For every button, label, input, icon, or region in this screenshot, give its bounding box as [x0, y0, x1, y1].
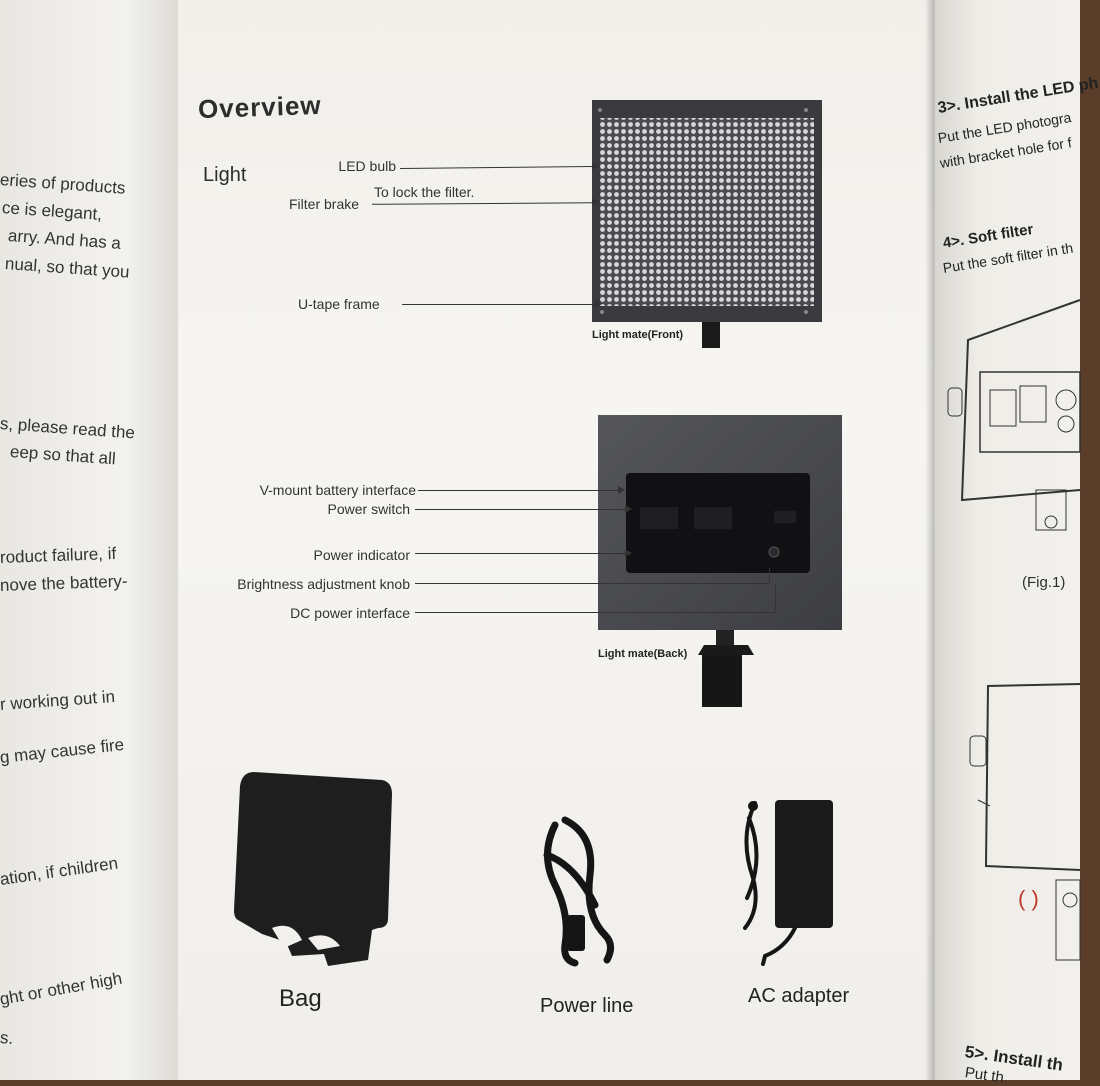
callout-led-bulb: LED bulb [338, 158, 396, 174]
leader-line [402, 304, 596, 305]
light-back-image [598, 415, 842, 710]
fig1-caption: (Fig.1) [1022, 574, 1066, 591]
bag-label: Bag [279, 985, 322, 1012]
callout-brightness-knob: Brightness adjustment knob [237, 576, 410, 592]
leader-line [418, 490, 618, 491]
arrow-icon [618, 486, 625, 494]
svg-text:( ): ( ) [1018, 886, 1039, 911]
overview-title: Overview [197, 89, 323, 125]
callout-vmount: V-mount battery interface [259, 482, 416, 498]
ac-adapter-image [735, 798, 840, 968]
arrow-icon [595, 300, 602, 308]
leader-line [769, 568, 770, 583]
fig2-diagram: ( ) [960, 680, 1081, 980]
left-text-line: ation, if children [0, 853, 120, 889]
left-text-line: s, please read the [0, 414, 136, 443]
callout-power-indicator: Power indicator [313, 547, 411, 563]
left-text-line: nual, so that you [4, 254, 131, 282]
leader-line [415, 553, 625, 554]
ac-adapter-label: AC adapter [748, 985, 850, 1007]
left-brochure-panel: eries of products ce is elegant, arry. A… [0, 0, 180, 1080]
power-line-label: Power line [540, 995, 634, 1017]
leader-line [415, 509, 625, 510]
light-front-image [592, 100, 822, 348]
arrow-icon [592, 198, 599, 206]
left-text-line: eries of products [0, 170, 127, 198]
callout-power-switch: Power switch [327, 501, 410, 517]
left-text-line: eep so that all [9, 442, 117, 469]
left-text-line: r working out in [0, 686, 116, 714]
left-text-line: ce is elegant, [1, 198, 103, 224]
light-label: Light [203, 164, 247, 186]
leader-line [775, 583, 776, 612]
leader-line [415, 583, 769, 584]
left-text-line: ght or other high [0, 968, 124, 1009]
power-line-image [535, 815, 625, 967]
callout-filter-brake: Filter brake [289, 196, 360, 212]
left-text-line: s. [0, 1028, 14, 1048]
callout-u-tape-frame: U-tape frame [298, 296, 380, 312]
arrow-icon [592, 162, 599, 170]
caption-front: Light mate(Front) [592, 329, 684, 341]
leader-line [415, 612, 775, 613]
arrow-icon [625, 549, 632, 557]
left-text-line: arry. And has a [7, 226, 122, 253]
caption-back: Light mate(Back) [598, 648, 688, 660]
left-text-line: nove the battery- [0, 571, 128, 595]
left-text-line: g may cause fire [0, 735, 125, 767]
fig1-diagram [947, 299, 1081, 540]
bag-image [232, 770, 398, 970]
arrow-icon [625, 505, 632, 513]
left-text-line: roduct failure, if [0, 543, 117, 567]
callout-dc-power: DC power interface [290, 605, 410, 621]
callout-filter-note: To lock the filter. [374, 184, 475, 200]
